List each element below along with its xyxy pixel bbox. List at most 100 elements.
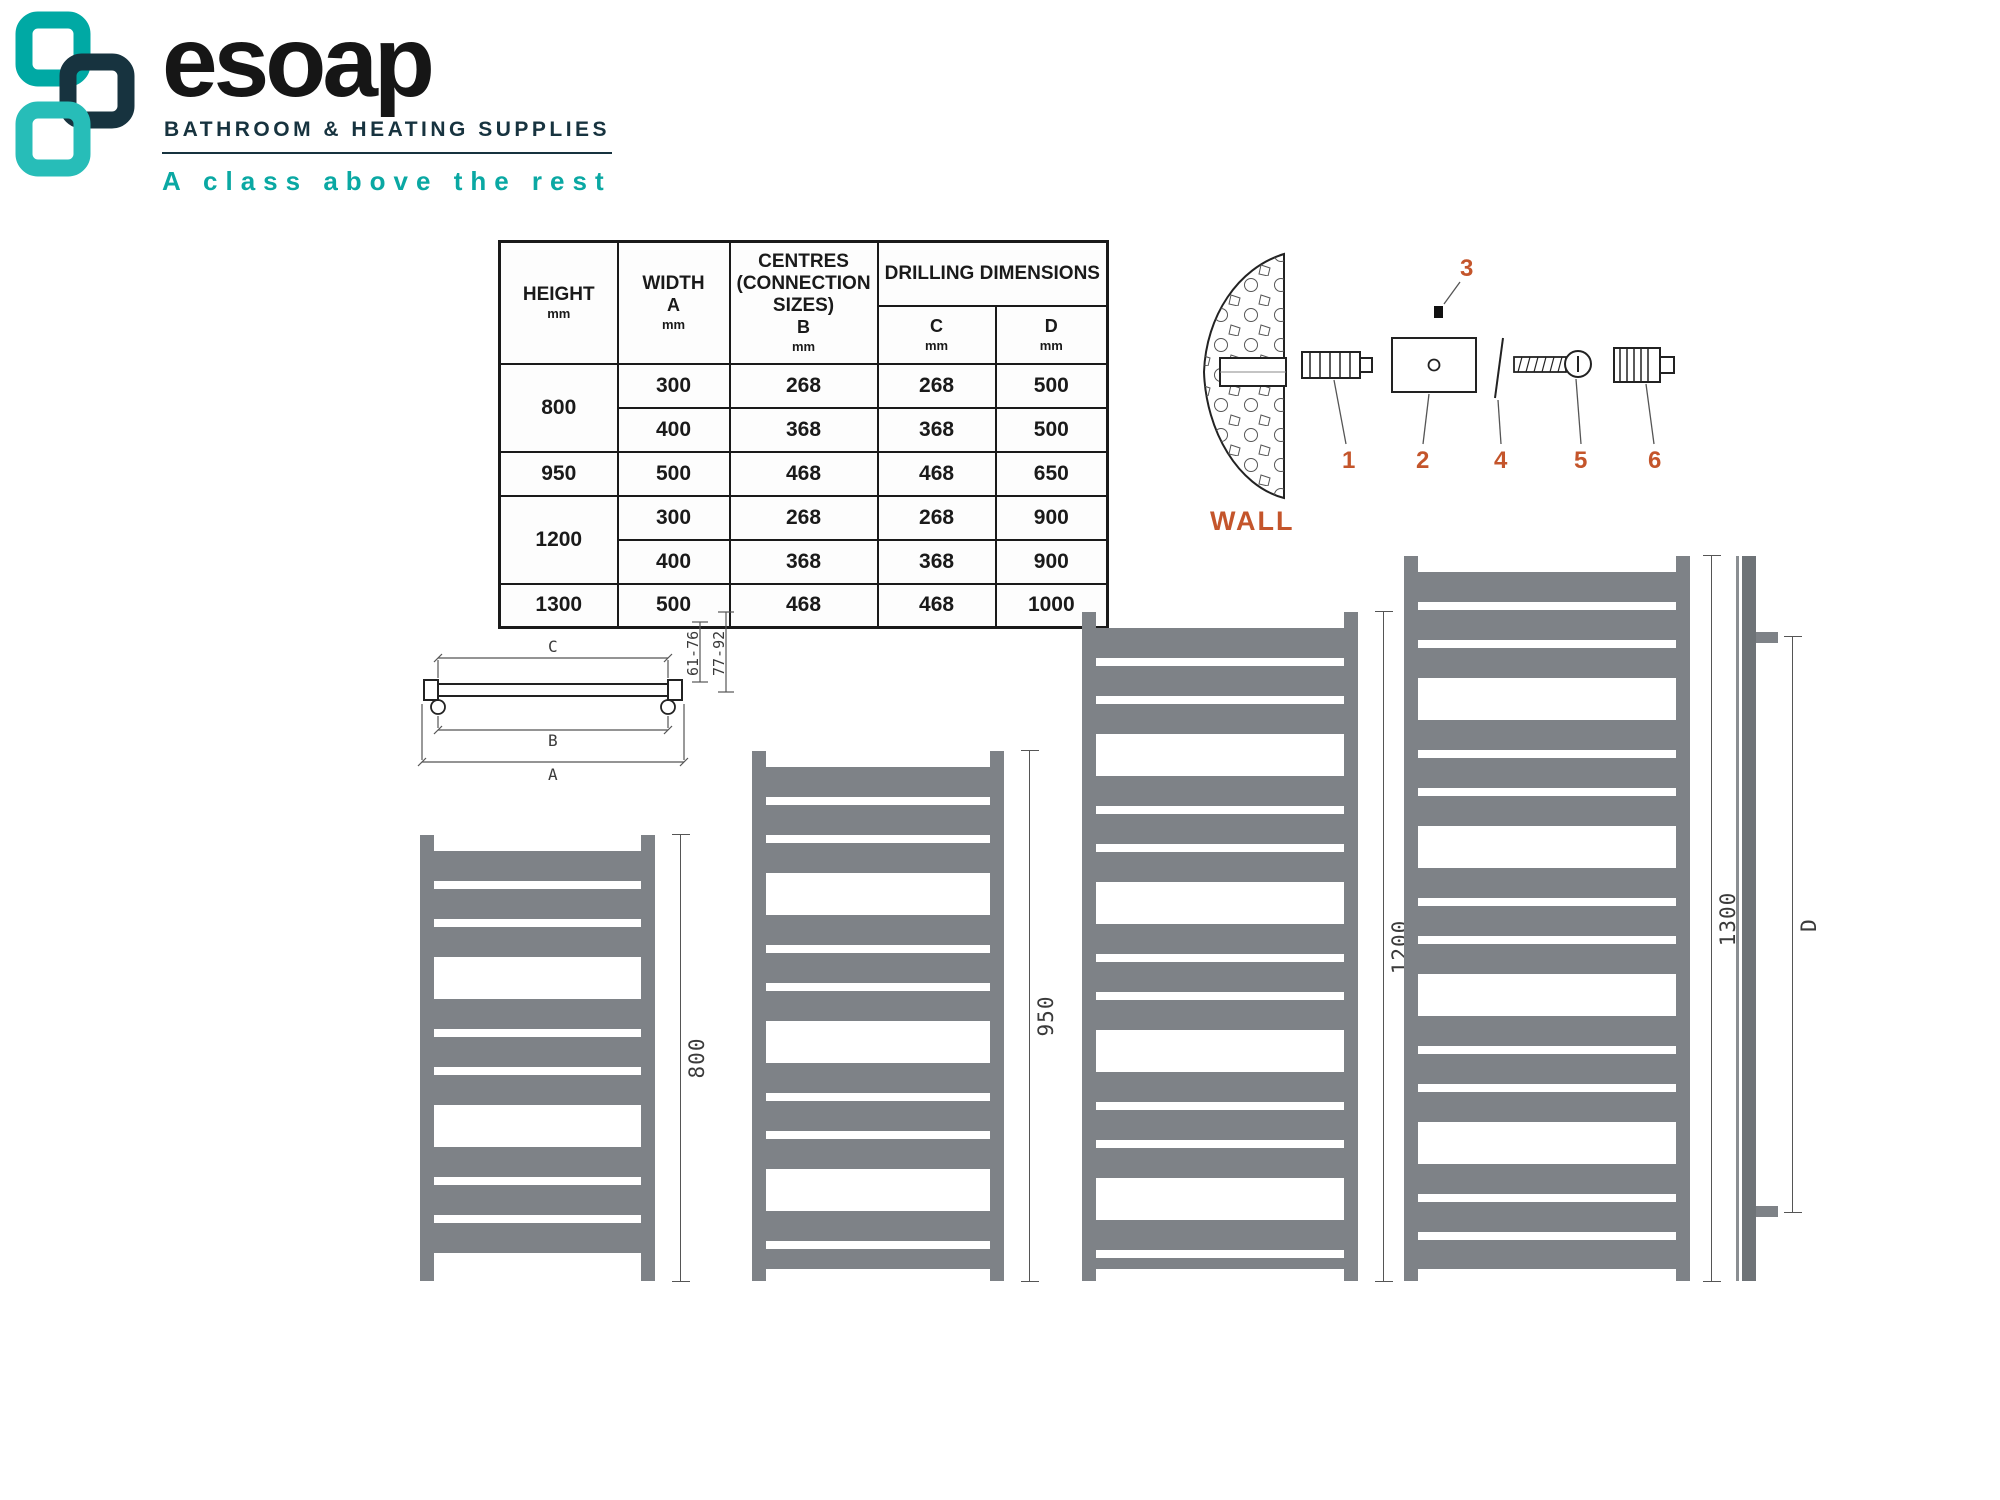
width-header-unit: mm: [661, 316, 686, 332]
height-dimension-line: 1300: [1703, 555, 1740, 1282]
part-number-3: 3: [1460, 255, 1473, 282]
d-cell: 500: [994, 406, 1109, 453]
table-row: 400 368 368 500: [500, 406, 1109, 453]
centres-cell: 468: [728, 582, 879, 629]
radiator-side-view: D: [1736, 556, 1826, 1281]
height-cell-800: 800: [498, 362, 619, 453]
d-header-title: D: [1044, 315, 1058, 336]
c-header-unit: mm: [924, 337, 949, 353]
dim-a-label: A: [548, 765, 558, 784]
d-header-unit: mm: [1039, 337, 1063, 353]
radiator-rail: [1404, 556, 1418, 1281]
centres-cell: 368: [728, 406, 879, 453]
c-cell: 368: [876, 538, 997, 585]
brand-subtitle: BATHROOM & HEATING SUPPLIES: [162, 112, 613, 154]
side-view-rail: [1742, 556, 1756, 1281]
c-cell: 268: [876, 494, 997, 541]
c-cell: 268: [876, 362, 997, 409]
centres-cell: 368: [728, 538, 879, 585]
centres-header-unit: mm: [791, 338, 816, 354]
radiator-rail: [1676, 556, 1690, 1281]
d-cell: 900: [994, 538, 1109, 585]
centres-cell: 268: [728, 362, 879, 409]
centres-header-sub: B: [797, 316, 811, 337]
sleeve-icon: [1613, 347, 1675, 383]
width-cell: 500: [616, 582, 731, 629]
width-cell: 500: [616, 450, 731, 497]
c-header-title: C: [930, 315, 944, 336]
width-cell: 300: [616, 362, 731, 409]
c-cell: 468: [876, 582, 997, 629]
radiator-rungs: [1418, 572, 1676, 1269]
spec-table-wrapper: HEIGHT mm WIDTH A mm CENTRES (CONNECTION…: [498, 240, 1110, 629]
brand-tagline: A class above the rest: [162, 166, 612, 196]
drilling-header-title: DRILLING DIMENSIONS: [884, 262, 1100, 284]
radiator-rungs: [1096, 628, 1344, 1269]
bracket-hole-left: [430, 699, 446, 715]
radiator-rungs: [766, 767, 990, 1269]
height-dimension-line: 1200: [1375, 611, 1412, 1282]
radiator-800-diagram: 800: [420, 834, 709, 1282]
pin-icon: [1494, 337, 1504, 399]
d-cell: 1000: [994, 582, 1109, 629]
height-cell-950: 950: [498, 450, 619, 497]
col-header-drilling: DRILLING DIMENSIONS: [876, 240, 1109, 307]
width-cell: 300: [616, 494, 731, 541]
part-number-1: 1: [1342, 447, 1355, 474]
wall-plug-icon: [1301, 351, 1373, 379]
dim-c-label: C: [548, 637, 558, 656]
screw-icon: [1513, 350, 1592, 378]
d-cell: 650: [994, 450, 1109, 497]
spec-table: HEIGHT mm WIDTH A mm CENTRES (CONNECTION…: [498, 240, 1110, 629]
width-header-sub: A: [667, 295, 680, 316]
height-cell-1300: 1300: [498, 582, 619, 629]
centres-header-title: CENTRES (CONNECTION SIZES): [736, 251, 871, 317]
part-number-5: 5: [1574, 447, 1587, 474]
table-row: 1200 300 268 268 900: [498, 494, 1109, 585]
height-dimension-label: 950: [1034, 992, 1058, 1040]
width-cell: 400: [616, 538, 731, 585]
radiator-rail: [752, 751, 766, 1281]
radiator-1200-diagram: 1200: [1082, 611, 1412, 1282]
side-view-panel-edge: [1736, 556, 1739, 1281]
radiator-rail: [420, 835, 434, 1281]
col-header-centres: CENTRES (CONNECTION SIZES) B mm: [728, 240, 879, 365]
c-cell: 468: [876, 450, 997, 497]
table-row: 400 368 368 900: [500, 538, 1109, 585]
c-cell: 368: [876, 406, 997, 453]
radiator-1300-diagram: 1300: [1404, 555, 1740, 1282]
brand-wordmark: esoap: [162, 6, 435, 118]
d-dimension-label: D: [1797, 914, 1821, 935]
brand-text-block: esoap BATHROOM & HEATING SUPPLIES A clas…: [162, 6, 613, 197]
centres-cell: 268: [728, 494, 879, 541]
width-header-title: WIDTH: [642, 273, 705, 295]
col-header-height: HEIGHT mm: [498, 240, 619, 365]
wall-fixing-diagram: 1 2 3 4 5: [1182, 246, 1707, 551]
col-header-d: D mm: [994, 304, 1109, 365]
side-view-bracket-top: [1756, 632, 1778, 643]
part-number-4: 4: [1494, 447, 1508, 474]
dim-61-76-label: 61-76: [684, 631, 702, 676]
height-cell-1200: 1200: [498, 494, 619, 585]
bracket-hole-right: [660, 699, 676, 715]
table-row: 1300 500 468 468 1000: [498, 582, 1109, 629]
height-dimension-label: 800: [685, 1034, 709, 1082]
side-view-bracket-bottom: [1756, 1206, 1778, 1217]
brand-header: esoap BATHROOM & HEATING SUPPLIES A clas…: [12, 6, 613, 197]
bracket-plate-icon: [1391, 337, 1477, 393]
radiator-950-diagram: 950: [752, 750, 1058, 1282]
height-dimension-line: 950: [1021, 750, 1058, 1282]
logo-graphic: [15, 11, 135, 177]
part-number-2: 2: [1416, 447, 1429, 474]
wall-label: WALL: [1210, 506, 1294, 536]
col-header-c: C mm: [876, 304, 997, 365]
height-header-unit: mm: [547, 305, 571, 321]
radiator-rail: [641, 835, 655, 1281]
dim-77-92-label: 77-92: [710, 631, 728, 676]
table-row: 950 500 468 468 650: [498, 450, 1109, 497]
part-number-6: 6: [1648, 447, 1661, 474]
dim-b-label: B: [548, 731, 558, 750]
d-cell: 500: [994, 362, 1109, 409]
table-row: 800 300 268 268 500: [498, 362, 1109, 453]
radiator-rail: [1082, 612, 1096, 1281]
